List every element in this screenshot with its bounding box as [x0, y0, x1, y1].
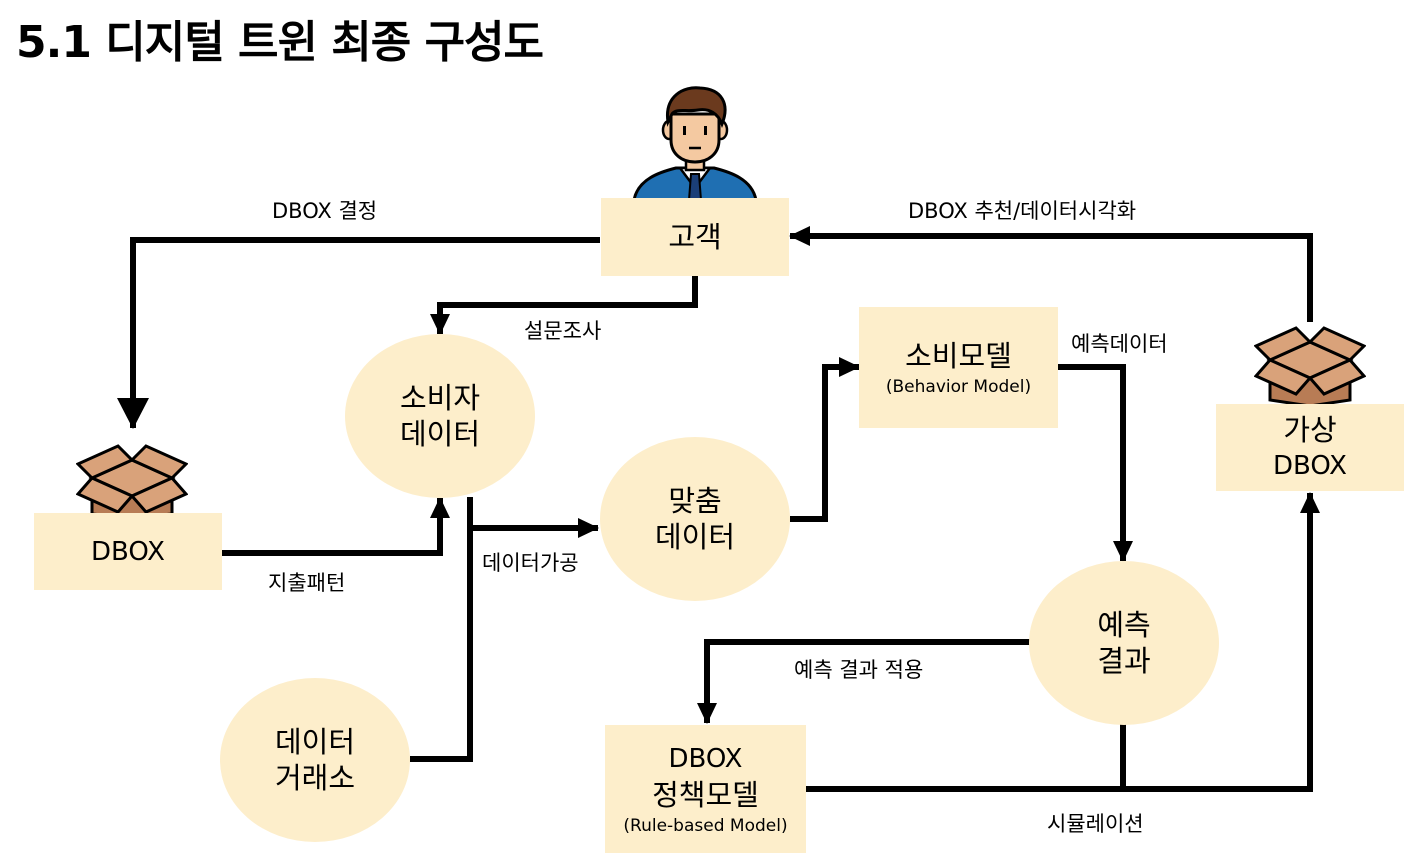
node-virtual-dbox: 가상 DBOX: [1216, 404, 1404, 491]
edge-customer-to-consumer-data: [430, 276, 698, 335]
node-dbox: DBOX: [34, 513, 222, 590]
open-box-icon: [1254, 326, 1366, 406]
node-custom-data: 맞춤 데이터: [600, 437, 790, 601]
edge-label-spending-pattern: 지출패턴: [268, 571, 346, 595]
page-title: 5.1 디지털 트윈 최종 구성도: [16, 17, 544, 68]
edge-dbox-to-consumer-data: [222, 497, 450, 556]
edge-label-survey: 설문조사: [524, 319, 602, 343]
edge-model-to-prediction: [1058, 364, 1133, 562]
node-virtual-dbox-line2: DBOX: [1272, 450, 1347, 481]
node-dbox-policy-model-line1: DBOX: [668, 744, 743, 774]
edge-label-apply-prediction: 예측 결과 적용: [794, 658, 924, 682]
node-customer-label: 고객: [668, 220, 722, 254]
edge-label-simulation: 시뮬레이션: [1047, 812, 1144, 836]
edge-prediction-to-policy: [697, 639, 1030, 724]
businessman-avatar-icon: [632, 86, 758, 200]
node-virtual-dbox-line1: 가상: [1283, 412, 1337, 447]
node-consumption-model-sub: (Behavior Model): [885, 376, 1032, 397]
node-dbox-policy-model: DBOX 정책모델 (Rule-based Model): [605, 725, 806, 853]
node-consumption-model: 소비모델 (Behavior Model): [859, 307, 1058, 428]
edge-virtual-to-customer: [789, 226, 1313, 322]
edge-customer-to-dbox: [117, 237, 600, 429]
node-dbox-label: DBOX: [90, 536, 165, 567]
node-prediction-result: 예측 결과: [1029, 561, 1219, 725]
node-prediction-result-line2: 결과: [1097, 644, 1151, 678]
edge-exchange-trunk: [410, 497, 473, 762]
edge-label-prediction-data: 예측데이터: [1071, 332, 1168, 356]
node-consumer-data-line1: 소비자: [399, 381, 481, 415]
node-prediction-result-line1: 예측: [1097, 608, 1151, 642]
node-consumer-data-line2: 데이터: [399, 417, 481, 451]
node-data-exchange: 데이터 거래소: [220, 678, 410, 842]
node-consumer-data: 소비자 데이터: [345, 334, 535, 498]
node-customer: 고객: [601, 198, 789, 276]
edge-label-data-processing: 데이터가공: [482, 551, 579, 575]
node-consumption-model-label: 소비모델: [905, 338, 1012, 373]
node-custom-data-line1: 맞춤: [668, 484, 722, 518]
node-dbox-policy-model-sub: (Rule-based Model): [623, 816, 788, 836]
node-data-exchange-line1: 데이터: [274, 725, 356, 759]
open-box-icon: [76, 444, 188, 518]
edge-custom-to-model: [790, 357, 860, 522]
edge-policy-to-virtual: [806, 492, 1320, 792]
node-data-exchange-line2: 거래소: [274, 761, 356, 795]
edge-label-recommend-viz: DBOX 추천/데이터시각화: [908, 199, 1137, 223]
node-dbox-policy-model-line2: 정책모델: [652, 778, 759, 812]
node-custom-data-line2: 데이터: [654, 520, 736, 554]
edge-label-dbox-decision: DBOX 결정: [272, 199, 378, 223]
